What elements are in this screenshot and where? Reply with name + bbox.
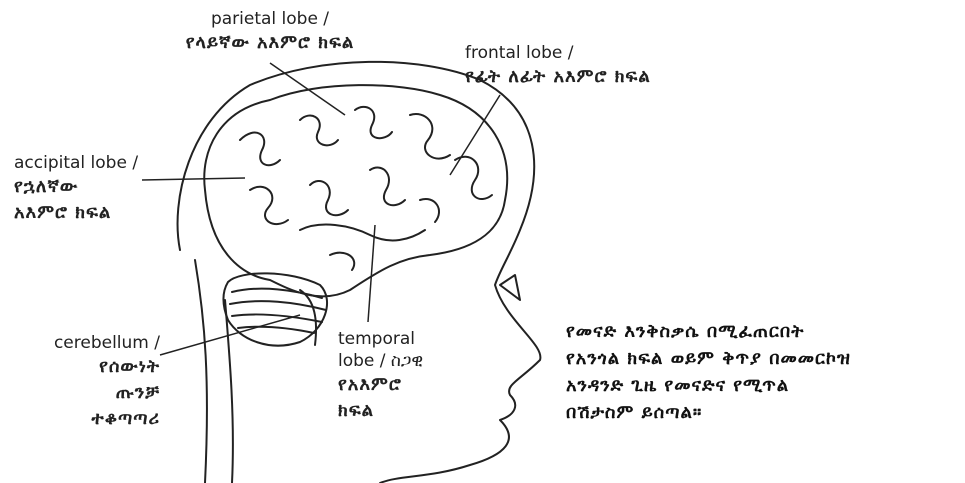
gyrus <box>355 107 392 138</box>
parietal-label-am: የላይኛው አእምሮ ክፍል <box>180 30 360 56</box>
cerebellum-label-en: cerebellum / <box>40 332 160 354</box>
gyrus <box>455 157 492 199</box>
gyrus <box>330 253 354 270</box>
cerebellum-label-am-line2: ጡንቻ <box>40 380 160 406</box>
parietal-label-en: parietal lobe / <box>180 8 360 30</box>
gyrus <box>250 187 288 224</box>
temporal-label-en-line1: temporal <box>338 328 423 350</box>
neck-inner <box>225 300 233 483</box>
occipital-label-en: accipital lobe / <box>14 152 138 174</box>
cerebellum-outline <box>224 273 328 345</box>
gyrus <box>310 181 348 215</box>
gyrus <box>300 225 425 241</box>
cerebellum-striation <box>232 289 322 298</box>
gyrus <box>370 168 405 206</box>
seizure-note: የመናድ እንቅስቃሴ በሚፈጠርበት የአንጎል ክፍል ወይም ቅጥያ በመ… <box>566 318 851 426</box>
frontal-pointer <box>450 95 500 175</box>
frontal-label-am: የፊት ለፊት አእምሮ ክፍል <box>465 64 651 90</box>
parietal-label: parietal lobe / የላይኛው አእምሮ ክፍል <box>180 8 360 56</box>
gyrus <box>410 114 450 159</box>
frontal-label-en: frontal lobe / <box>465 42 651 64</box>
cerebellum-label: cerebellum / የሰውነት ጡንቻ ተቆጣጣሪ <box>40 332 160 432</box>
neck-back <box>195 260 207 483</box>
nose-mark <box>500 275 520 300</box>
note-line: የአንጎል ክፍል ወይም ቅጥያ በመመርኮዝ <box>566 345 851 372</box>
temporal-label-am-line2: ክፍል <box>338 398 423 424</box>
occipital-label: accipital lobe / የኋለኛው አእምሮ ክፍል <box>14 152 138 226</box>
temporal-label-en-line2: lobe / ስጋዊ <box>338 350 423 372</box>
parietal-pointer <box>270 63 345 115</box>
cerebellum-pointer <box>160 315 300 355</box>
temporal-pointer <box>368 225 375 322</box>
occipital-label-am-line2: አእምሮ ክፍል <box>14 200 138 226</box>
occipital-pointer <box>142 178 245 180</box>
occipital-label-am-line1: የኋለኛው <box>14 174 138 200</box>
note-line: አንዳንድ ጊዜ የመናድና የሚጥል <box>566 372 851 399</box>
gyrus <box>420 199 439 222</box>
temporal-label: temporal lobe / ስጋዊ የአእምሮ ክፍል <box>338 328 423 424</box>
note-line: በሽታስም ይሰጣል። <box>566 399 851 426</box>
note-line: የመናድ እንቅስቃሴ በሚፈጠርበት <box>566 318 851 345</box>
gyrus <box>240 133 280 166</box>
gyrus <box>300 116 338 146</box>
cerebellum-label-am-line1: የሰውነት <box>40 354 160 380</box>
temporal-label-am-line1: የአእምሮ <box>338 372 423 398</box>
cerebellum-label-am-line3: ተቆጣጣሪ <box>40 406 160 432</box>
frontal-label: frontal lobe / የፊት ለፊት አእምሮ ክፍል <box>465 42 651 90</box>
